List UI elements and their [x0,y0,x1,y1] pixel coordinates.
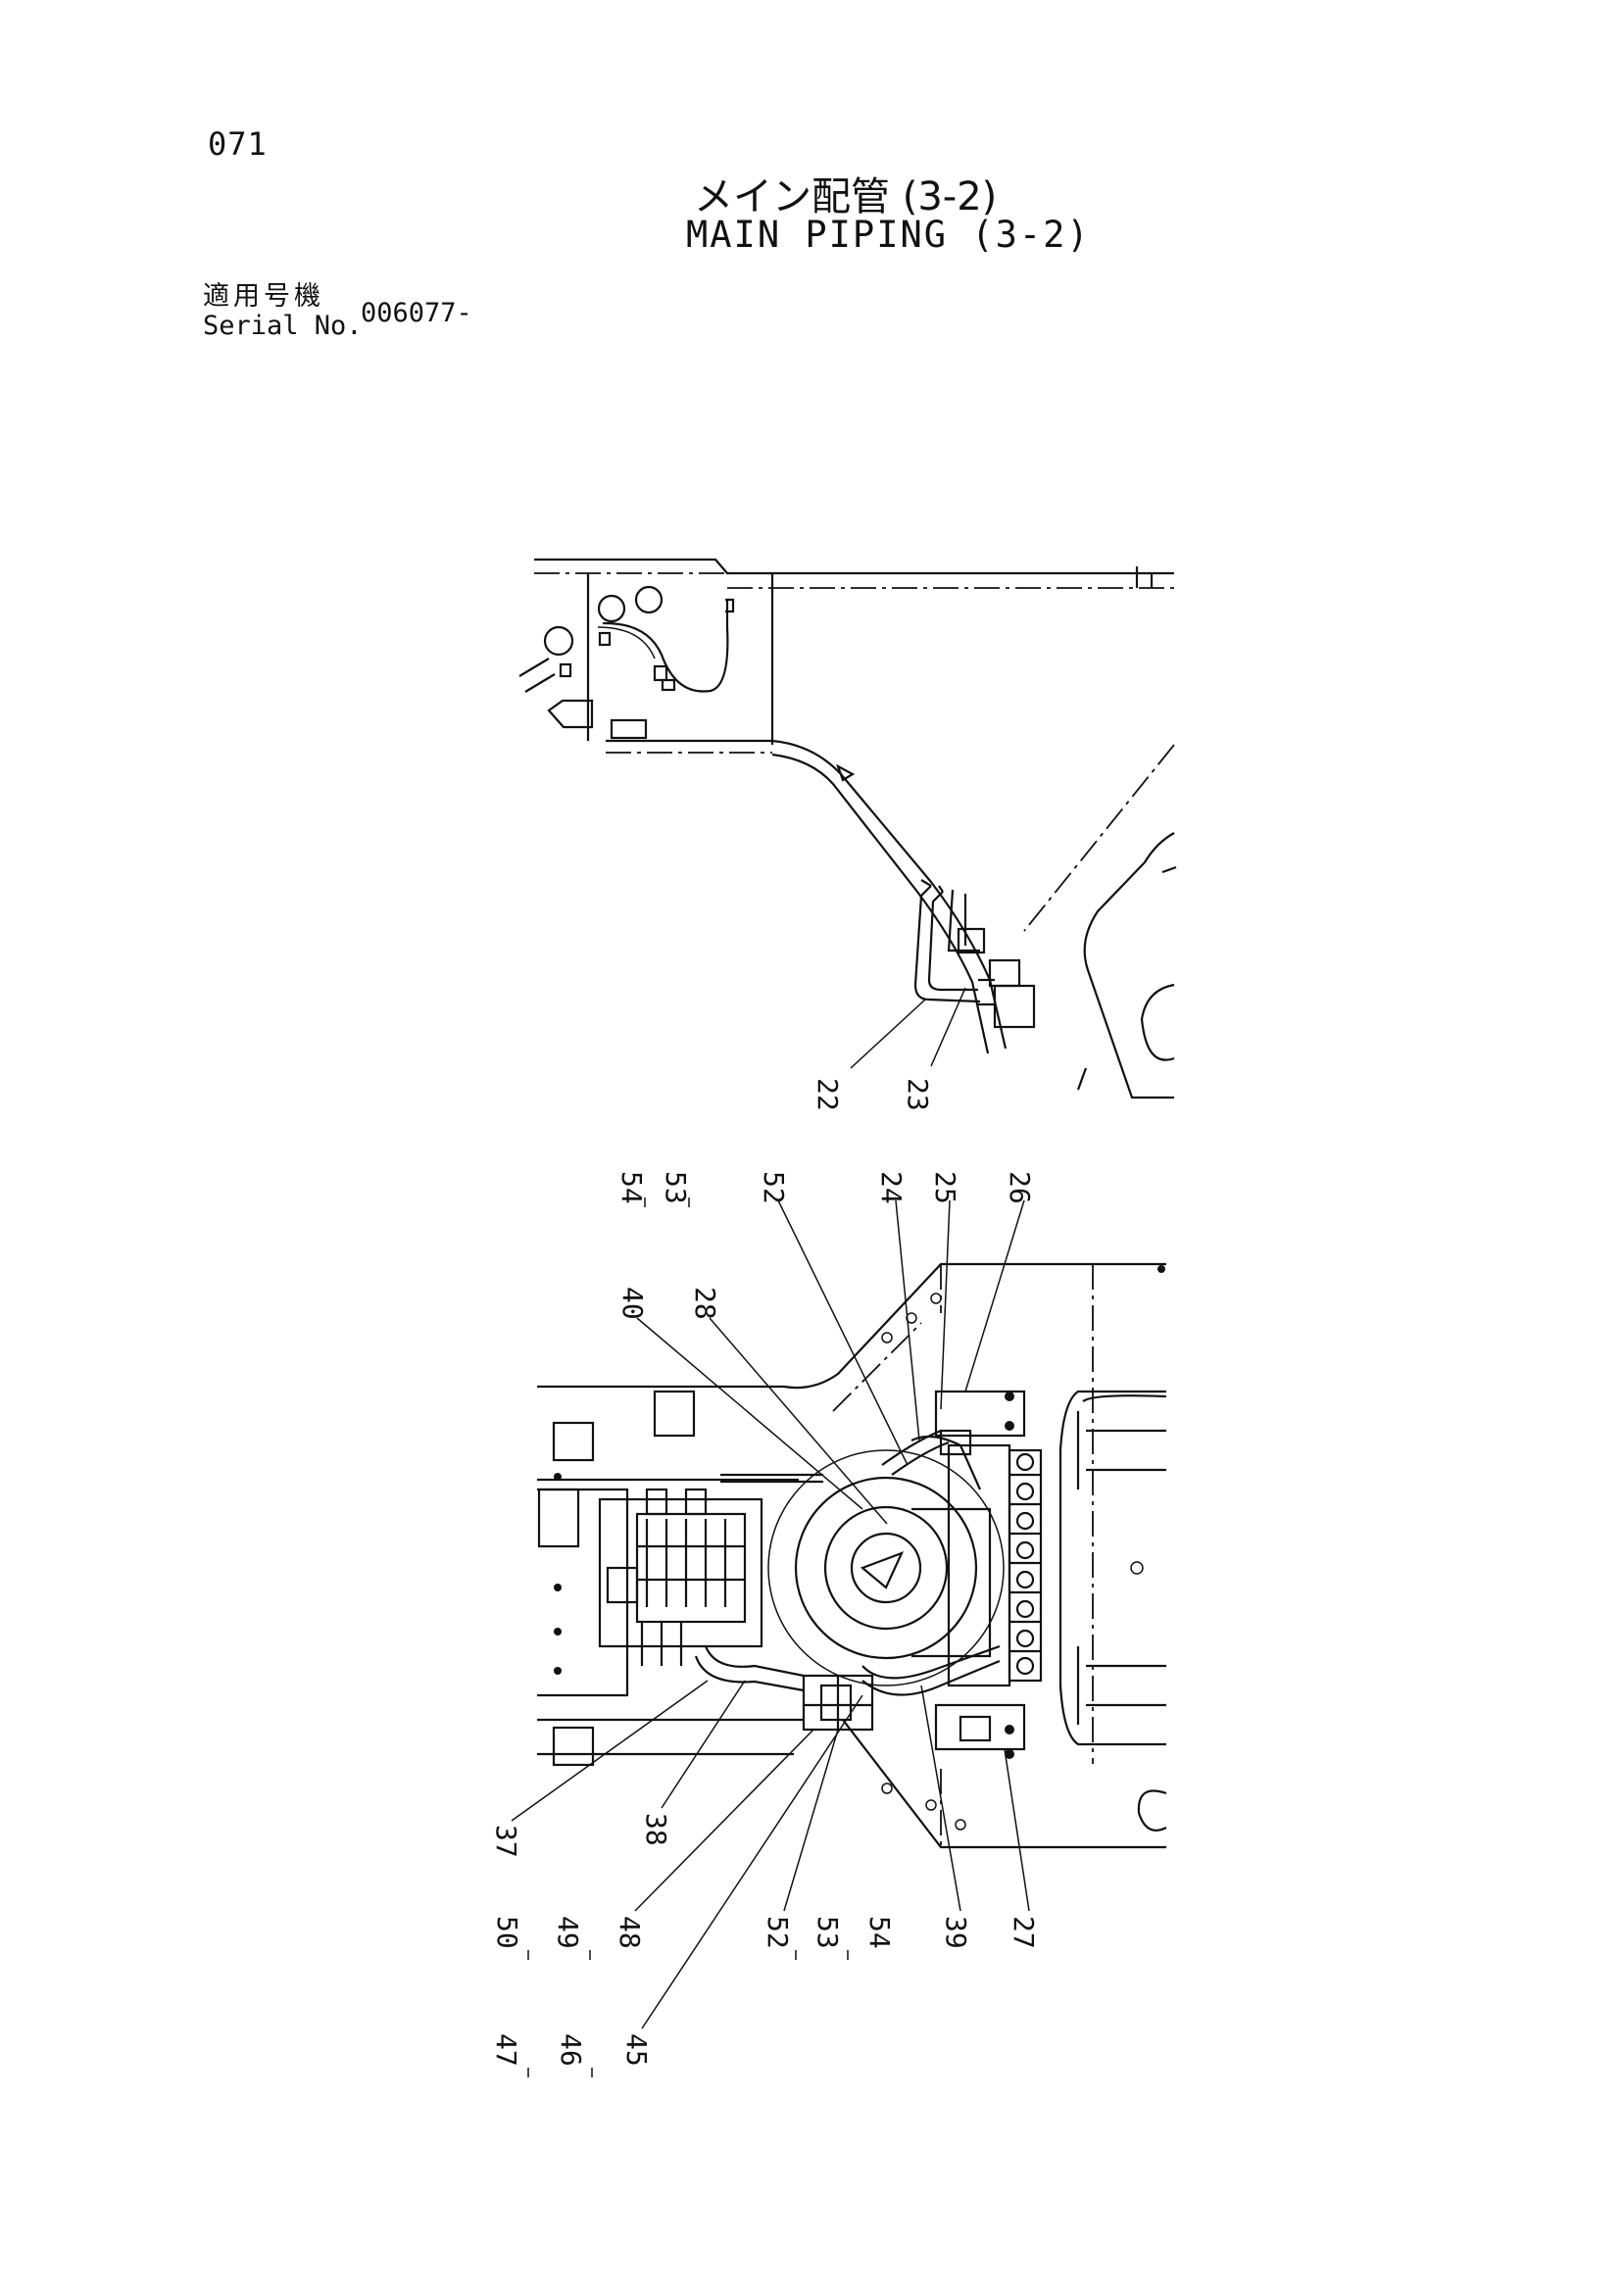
serial-number-value: 006077- [361,298,472,328]
callout-47: 47 [490,2033,522,2067]
callout-53-bottom: 53 [812,1916,844,1949]
upper-frame-view [518,558,1177,1099]
callout-38: 38 [640,1813,672,1846]
serial-label-english: Serial No. [203,311,363,341]
callout-45: 45 [620,2033,653,2067]
callout-dash-marks-bottom [527,1950,849,2077]
page-title-japanese: メイン配管 (3-2) [694,174,998,220]
callout-24: 24 [875,1171,908,1204]
callout-dash-marks-top [644,1197,690,1207]
page-number: 071 [208,125,268,163]
callout-46: 46 [555,2033,587,2067]
callout-37: 37 [490,1825,522,1858]
callout-27: 27 [1008,1916,1040,1949]
serial-label-japanese: 適用号機 [203,281,324,312]
callout-26: 26 [1004,1171,1036,1204]
callout-25: 25 [929,1171,961,1204]
callout-22: 22 [812,1078,844,1111]
callout-23: 23 [902,1078,934,1111]
lower-leaders [511,1199,1030,2029]
callout-54-top: 54 [615,1171,648,1204]
lower-frame-view [537,1262,1167,1849]
callout-39: 39 [940,1916,972,1949]
callout-52-top: 52 [758,1171,790,1204]
page-title-english: MAIN PIPING (3-2) [686,214,1091,256]
callout-49: 49 [552,1916,584,1949]
callout-48: 48 [614,1916,646,1949]
upper-leaders [850,987,966,1069]
callout-53-top: 53 [660,1171,692,1204]
callout-40: 40 [616,1287,649,1320]
callout-54-bottom: 54 [863,1916,896,1949]
callout-50: 50 [491,1916,523,1949]
callout-28: 28 [689,1287,721,1320]
callout-52-bottom: 52 [762,1916,794,1949]
